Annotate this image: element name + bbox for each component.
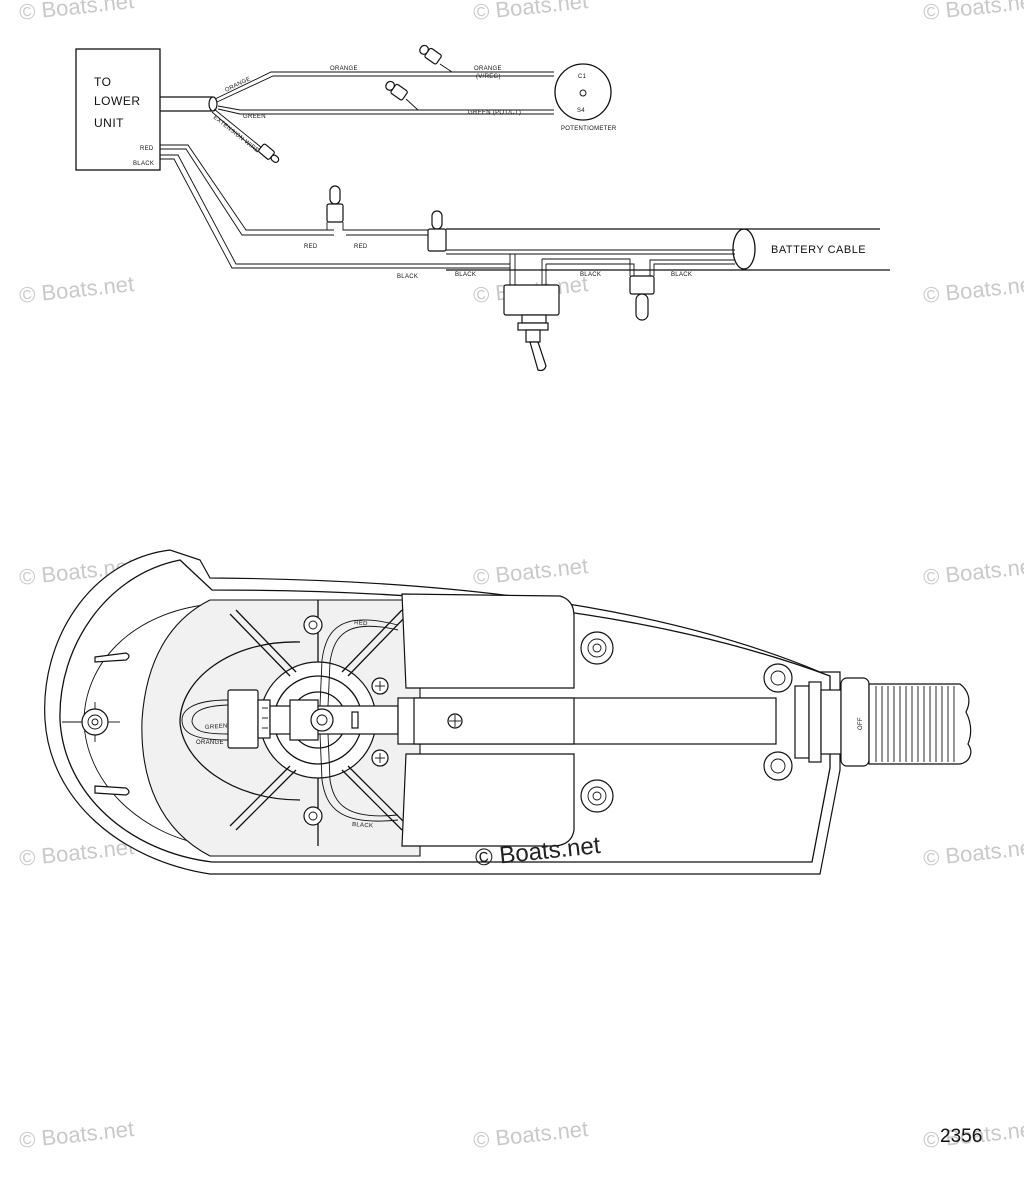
- black-wire-label: BLACK: [133, 161, 154, 167]
- wiring-schematic: TO LOWER UNIT ORANGE ORANGE GREEN EXTE: [75, 44, 890, 372]
- control-head-drawing: GREEN ORANGE RED BLACK: [44, 549, 972, 875]
- head-black-label: BLACK: [352, 822, 374, 829]
- black-wire-label-3: BLACK: [455, 272, 476, 278]
- potentiometer: C1 S4 POTENTIOMETER: [554, 63, 617, 132]
- red-wire-label-3: RED: [354, 244, 368, 250]
- toggle-switch: [503, 284, 560, 372]
- upper-cable: [160, 71, 554, 164]
- green-inline-connector: [385, 80, 408, 101]
- potentiometer-label: POTENTIOMETER: [561, 126, 617, 132]
- lower-unit-label-line-2: LOWER: [94, 94, 141, 108]
- off-label: OFF: [858, 717, 864, 730]
- black-wire-label-4: BLACK: [580, 272, 601, 278]
- head-orange-label: ORANGE: [196, 740, 224, 746]
- black-wire-label-5: BLACK: [671, 272, 692, 278]
- green-wire-label: GREEN: [243, 114, 266, 120]
- switch-cover-top: [401, 593, 575, 689]
- orange-inline-connector: [419, 44, 442, 65]
- extension-wire-label: EXTENSION WIRE: [212, 115, 260, 154]
- mounting-boss: [62, 702, 120, 742]
- orange-vreg-label-2: (V/REG): [476, 74, 501, 80]
- mounting-boss-right: [580, 631, 793, 813]
- red-wire-label: RED: [140, 146, 154, 152]
- red-inline-connector: [326, 185, 346, 231]
- orange-vreg-label-1: ORANGE: [474, 66, 502, 72]
- watermark: © Boats.net: [922, 553, 1024, 590]
- twist-grip-collar: [794, 677, 870, 767]
- potentiometer-connector: [181, 689, 271, 749]
- watermark: © Boats.net: [18, 0, 135, 25]
- watermark: © Boats.net: [472, 553, 589, 590]
- green-pot-label: GREEN (POT/CT): [468, 110, 521, 116]
- hub-post: [303, 615, 323, 826]
- watermark: © Boats.net: [922, 271, 1024, 308]
- figure-number: 2356: [940, 1126, 982, 1147]
- switch-cover-bottom: [401, 753, 575, 847]
- watermark: © Boats.net: [18, 271, 135, 308]
- head-wires: [319, 619, 399, 822]
- red-black-harness: [160, 144, 890, 285]
- red-wire-label-2: RED: [304, 244, 318, 250]
- pot-c1-label: C1: [578, 74, 587, 80]
- red-cable-connector: [427, 210, 447, 252]
- lower-unit-label-line-1: TO: [94, 75, 111, 89]
- battery-cable-label: BATTERY CABLE: [771, 244, 866, 256]
- orange-wire-label: ORANGE: [224, 76, 252, 94]
- tiller-shaft: [269, 697, 777, 745]
- watermark: © Boats.net: [472, 0, 589, 25]
- black-wire-label-2: BLACK: [397, 274, 418, 280]
- watermark: © Boats.net: [922, 0, 1024, 25]
- lower-unit-box: [75, 48, 161, 171]
- head-red-label: RED: [354, 620, 368, 627]
- watermark: © Boats.net: [18, 1116, 135, 1153]
- pot-s4-label: S4: [577, 108, 585, 114]
- orange-wire-label-2: ORANGE: [330, 66, 358, 72]
- head-green-label: GREEN: [205, 723, 228, 731]
- watermark: © Boats.net: [922, 834, 1024, 871]
- lower-unit-label-line-3: UNIT: [94, 116, 124, 130]
- watermark: © Boats.net: [472, 1116, 589, 1153]
- twist-grip: [868, 683, 972, 765]
- black-inline-connector: [629, 275, 655, 321]
- extension-wire-connector: [258, 143, 280, 164]
- clip-slot: [94, 652, 130, 796]
